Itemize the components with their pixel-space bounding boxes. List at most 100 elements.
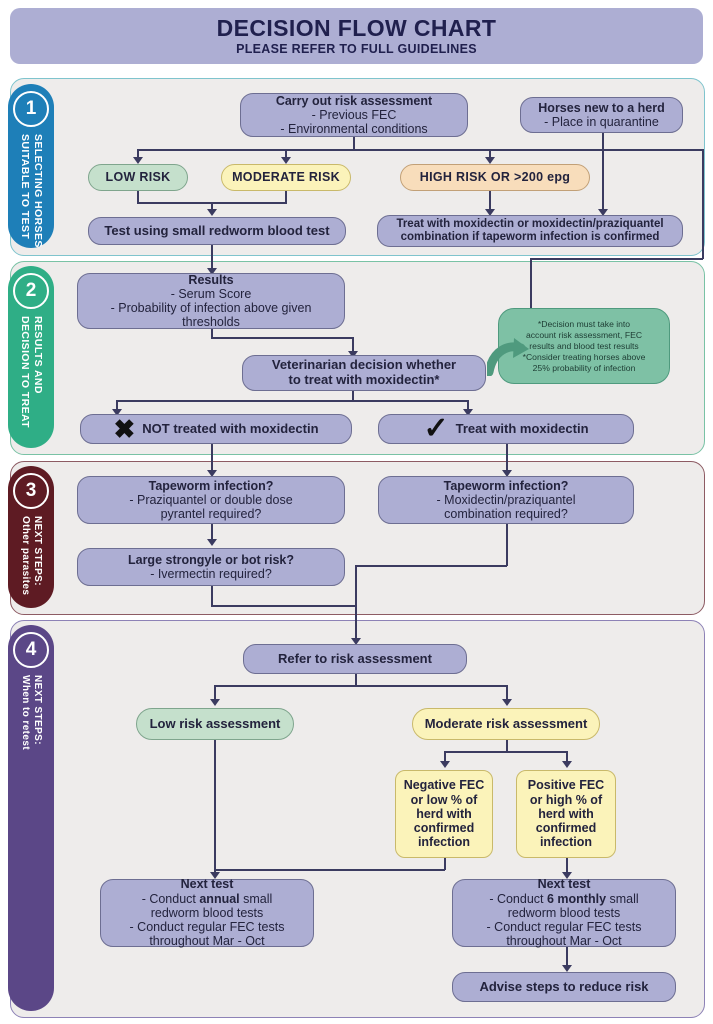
node-low-risk[interactable]: LOW RISK — [88, 164, 188, 191]
node-line-1: - Praziquantel or double dose — [129, 492, 293, 507]
node-advise-steps[interactable]: Advise steps to reduce risk — [452, 972, 676, 1002]
node-refer-risk-assessment[interactable]: Refer to risk assessment — [243, 644, 467, 674]
connector — [214, 869, 445, 871]
connector — [285, 149, 287, 159]
note-b1-line-3: results and blood test results — [529, 340, 639, 351]
arrow-down — [207, 268, 217, 275]
node-line-2: - Environmental conditions — [280, 122, 428, 137]
section-label-2: RESULTS AND DECISION TO TREAT — [19, 316, 44, 428]
arrow-down — [207, 470, 217, 477]
node-high-risk[interactable]: HIGH RISK OR >200 epg — [400, 164, 590, 191]
node-line-4: confirmed — [535, 821, 597, 836]
connector — [211, 444, 213, 474]
arrow-down — [485, 209, 495, 216]
arrow-down — [562, 872, 572, 879]
arrow-down — [210, 872, 220, 879]
node-low-risk-assessment[interactable]: Low risk assessment — [136, 708, 294, 740]
node-carry-out-risk-assessment[interactable]: Carry out risk assessment - Previous FEC… — [240, 93, 468, 137]
node-line-2: or high % of — [529, 792, 603, 807]
node-label: Test using small redworm blood test — [104, 222, 330, 238]
node-next-test-left[interactable]: Next test - Conduct annual small redworm… — [100, 877, 314, 948]
connector — [137, 149, 139, 159]
node-tapeworm-right[interactable]: Tapeworm infection? - Moxidectin/praziqu… — [378, 476, 634, 524]
node-line-1: - Serum Score — [170, 286, 252, 301]
node-line-1: Treat with moxidectin or moxidectin/praz… — [396, 217, 664, 230]
arrow-down — [112, 409, 122, 416]
node-next-test-right[interactable]: Next test - Conduct 6 monthly small redw… — [452, 877, 676, 948]
connector — [489, 191, 491, 210]
connector — [211, 605, 356, 607]
node-line-2: to treat with moxidectin* — [288, 372, 440, 387]
connector — [355, 674, 357, 686]
connector — [211, 337, 353, 339]
section-label-1: SELECTING HORSES SUITABLE TO TEST — [19, 134, 44, 248]
node-line-4: confirmed — [413, 821, 475, 836]
node-veterinarian-decision[interactable]: Veterinarian decision whether to treat w… — [242, 355, 486, 391]
node-treated[interactable]: ✓ Treat with moxidectin — [378, 414, 634, 444]
node-label: Moderate risk assessment — [424, 715, 588, 731]
node-negative-fec[interactable]: Negative FEC or low % of herd with confi… — [395, 770, 493, 858]
node-line-2: or low % of — [410, 792, 478, 807]
arrow-down — [281, 157, 291, 164]
connector — [444, 858, 446, 870]
connector — [702, 149, 704, 259]
node-treat-moxidectin-combination[interactable]: Treat with moxidectin or moxidectin/praz… — [377, 215, 683, 247]
node-large-strongyle[interactable]: Large strongyle or bot risk? - Ivermecti… — [77, 548, 345, 586]
note-decision-guidance: *Decision must take into account risk as… — [498, 308, 670, 384]
arrow-down — [562, 761, 572, 768]
connector — [530, 258, 703, 260]
connector — [506, 524, 508, 566]
connector — [355, 565, 507, 567]
arrow-down — [562, 965, 572, 972]
node-moderate-risk-assessment[interactable]: Moderate risk assessment — [412, 708, 600, 740]
node-blood-test[interactable]: Test using small redworm blood test — [88, 217, 346, 245]
section-label-4: NEXT STEPS: When to retest — [20, 675, 44, 751]
note-b2-line-2: 25% probability of infection — [532, 362, 636, 373]
node-line-2: combination required? — [444, 507, 568, 522]
connector — [530, 258, 532, 351]
node-line-1: Negative FEC — [403, 778, 485, 793]
note-b1-line-1: *Decision must take into — [537, 318, 631, 329]
node-line-3: thresholds — [182, 315, 240, 330]
node-horses-new-to-herd[interactable]: Horses new to a herd - Place in quaranti… — [520, 97, 683, 133]
connector — [489, 149, 491, 159]
arrow-down — [210, 699, 220, 706]
node-label: Low risk assessment — [149, 715, 281, 731]
node-label: MODERATE RISK — [232, 170, 340, 185]
node-line-2: - Probability of infection above given — [110, 301, 312, 315]
node-line-1a: - Conduct — [489, 891, 547, 906]
node-label: HIGH RISK OR >200 epg — [419, 170, 571, 185]
node-not-treated[interactable]: ✖ NOT treated with moxidectin — [80, 414, 352, 444]
node-moderate-risk[interactable]: MODERATE RISK — [221, 164, 351, 191]
section-number-2: 2 — [13, 273, 49, 309]
node-line-2: pyrantel required? — [160, 507, 262, 522]
check-icon: ✓ — [423, 412, 449, 445]
connector — [285, 191, 287, 203]
connector-bus — [137, 149, 703, 151]
node-line-1: - Ivermectin required? — [150, 567, 272, 581]
connector — [566, 751, 568, 763]
connector-bus — [116, 400, 468, 402]
connector — [352, 337, 354, 352]
node-line-1: Positive FEC — [527, 778, 605, 793]
connector — [506, 685, 508, 701]
arrow-down — [133, 157, 143, 164]
node-title: Large strongyle or bot risk? — [127, 552, 294, 567]
node-line-1: - Moxidectin/praziquantel — [436, 492, 576, 507]
connector — [566, 947, 568, 969]
node-tapeworm-left[interactable]: Tapeworm infection? - Praziquantel or do… — [77, 476, 345, 524]
node-results[interactable]: Results - Serum Score - Probability of i… — [77, 273, 345, 329]
arrow-down — [207, 209, 217, 216]
node-title: Horses new to a herd — [538, 100, 665, 115]
section-number-4: 4 — [13, 632, 49, 668]
node-positive-fec[interactable]: Positive FEC or high % of herd with conf… — [516, 770, 616, 858]
connector — [467, 400, 469, 411]
node-label: Treat with moxidectin — [455, 420, 589, 436]
node-line-1b: 6 monthly — [546, 891, 607, 906]
connector — [214, 685, 216, 701]
section-tab-1: 1 SELECTING HORSES SUITABLE TO TEST — [8, 84, 54, 248]
node-title: Results — [188, 272, 234, 287]
node-line-5: infection — [417, 835, 471, 850]
connector — [116, 400, 118, 411]
connector — [602, 133, 604, 210]
